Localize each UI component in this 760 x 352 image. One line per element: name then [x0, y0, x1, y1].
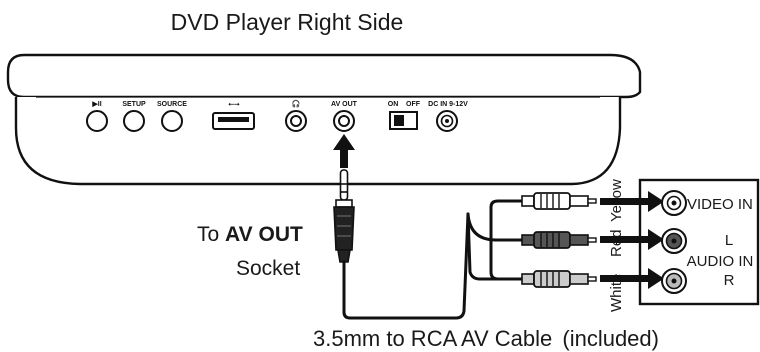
callout-line-2: Socket	[236, 257, 300, 280]
dc-in-label: DC IN 9-12V	[428, 101, 468, 108]
audio-in-left-jack	[661, 228, 687, 254]
audio-in-right-jack	[661, 268, 687, 294]
arrow-right-icon	[600, 191, 664, 212]
av-out-jack	[333, 110, 355, 132]
cable-main	[342, 212, 470, 320]
cable-yellow	[466, 212, 526, 281]
headphone-jack	[285, 110, 307, 132]
rca-plug-top	[521, 192, 597, 210]
callout-emphasis: AV OUT	[225, 223, 303, 246]
setup-label: SETUP	[122, 101, 146, 108]
arrow-up-icon	[333, 134, 355, 168]
caption-note: (included)	[562, 326, 659, 351]
diagram-title: DVD Player Right Side	[171, 9, 404, 35]
headphone-label: 🎧	[292, 99, 301, 108]
play-pause-button[interactable]	[86, 110, 108, 132]
source-button[interactable]	[161, 110, 183, 132]
callout-line-1: To AV OUT	[197, 223, 303, 246]
caption-main: 3.5mm to RCA AV Cable	[313, 326, 552, 351]
audio-left-label: L	[725, 232, 733, 249]
callout-prefix: To	[197, 223, 219, 246]
audio-in-label: AUDIO IN	[687, 253, 754, 270]
off-label: OFF	[406, 101, 421, 108]
plug-color-red: Red	[608, 229, 625, 257]
mini-jack-plug	[333, 169, 355, 263]
usb-label: ⭠⭢	[228, 101, 240, 108]
video-in-label: VIDEO IN	[687, 196, 753, 213]
source-label: SOURCE	[157, 101, 187, 108]
dc-in-jack	[436, 110, 458, 132]
arrow-right-icon	[600, 268, 664, 289]
rca-plug-middle	[521, 231, 597, 249]
video-in-jack	[661, 190, 687, 216]
play-pause-label: ▶II	[91, 101, 101, 108]
usb-port	[212, 112, 255, 130]
on-label: ON	[388, 101, 399, 108]
setup-button[interactable]	[123, 110, 145, 132]
cable-caption: 3.5mm to RCA AV Cable (included)	[313, 326, 659, 351]
cable-red	[466, 212, 526, 242]
rca-plug-bottom	[521, 270, 597, 288]
power-switch[interactable]	[389, 111, 418, 130]
arrow-right-icon	[600, 229, 664, 250]
av-out-label: AV OUT	[331, 101, 358, 108]
audio-right-label: R	[724, 272, 735, 289]
plug-color-white: White	[608, 274, 625, 312]
